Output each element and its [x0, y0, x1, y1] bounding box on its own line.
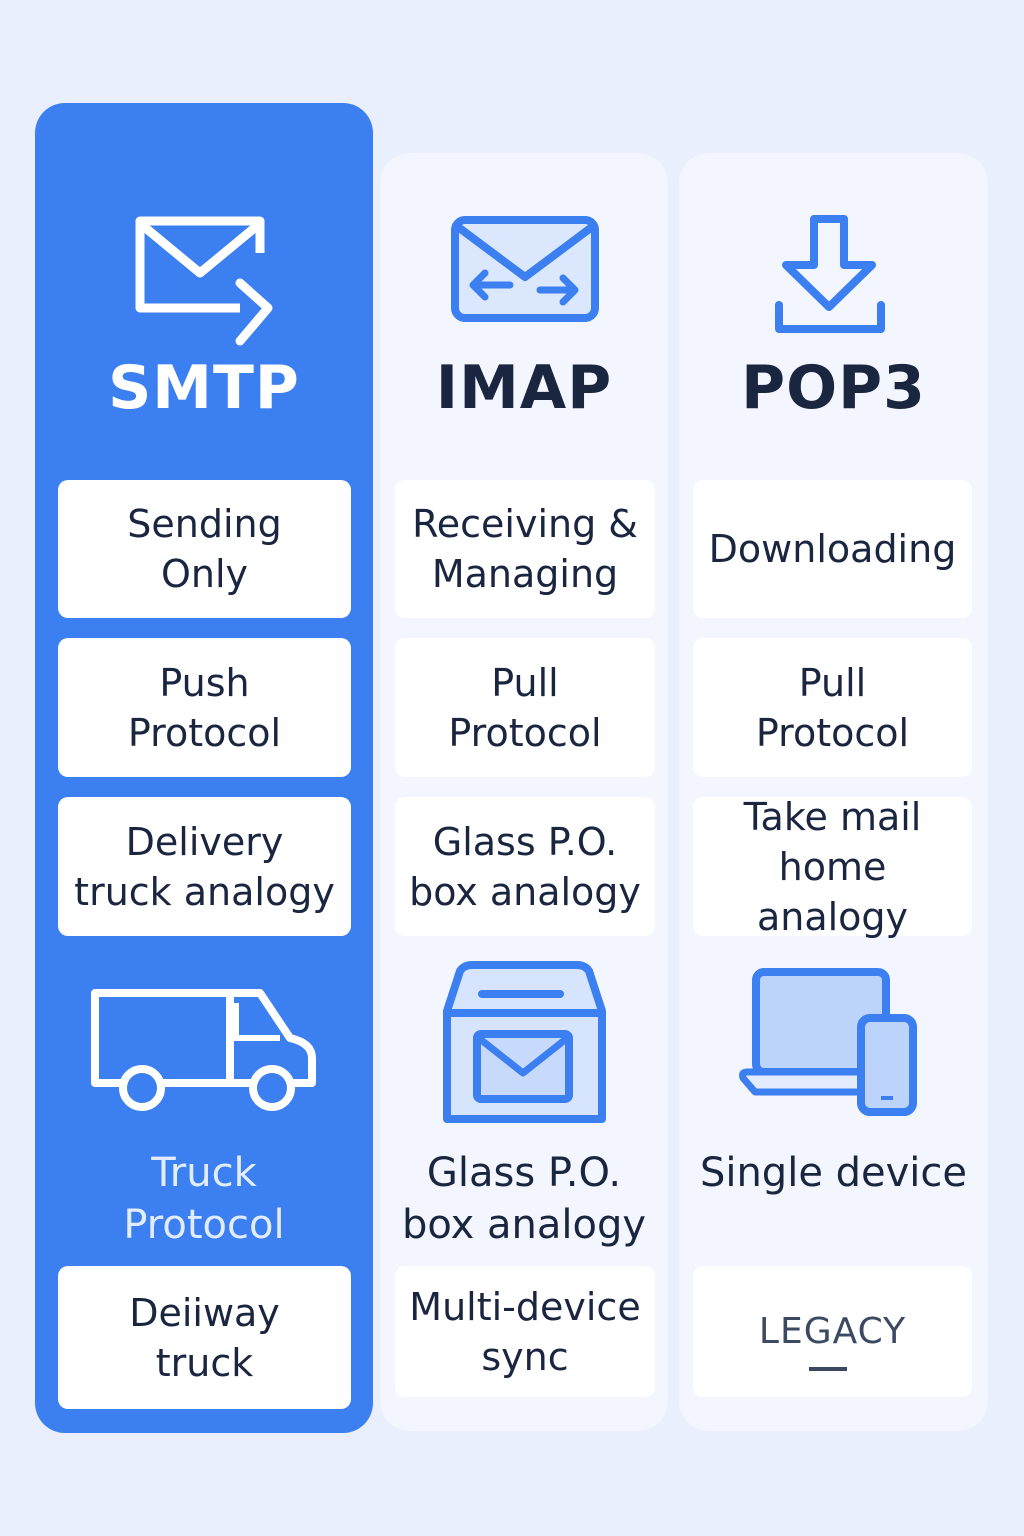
envelope-send-icon — [135, 216, 273, 346]
envelope-sync-icon — [451, 216, 599, 322]
imap-title: IMAP — [435, 353, 613, 423]
smtp-title: SMTP — [108, 353, 300, 423]
card-text: Pull Protocol — [755, 660, 910, 755]
laptop-phone-icon — [739, 968, 917, 1116]
pop3-card-footer: LEGACY — [693, 1266, 972, 1397]
smtp-caption: Truck Protocol — [123, 1150, 285, 1248]
imap-caption: Glass P.O. box analogy — [401, 1150, 647, 1248]
smtp-card-role: Sending Only — [58, 480, 351, 618]
pop3-card-role: Downloading — [693, 480, 972, 618]
card-text: Push Protocol — [127, 660, 282, 755]
pop3-card-protocol: Pull Protocol — [693, 638, 972, 777]
card-text: Sending Only — [127, 502, 282, 596]
imap-card-protocol: Pull Protocol — [395, 638, 655, 777]
pop3-title: POP3 — [741, 353, 926, 423]
card-text: Deiiway truck — [129, 1290, 280, 1385]
card-text: Take mail home analogy — [743, 794, 922, 939]
imap-card-analogy: Glass P.O. box analogy — [395, 797, 655, 936]
imap-column: IMAP Receiving & Managing Pull Protocol … — [380, 153, 668, 1431]
pop3-column: POP3 Downloading Pull Protocol Take mail… — [679, 153, 988, 1431]
card-text: Multi-device sync — [409, 1284, 641, 1379]
card-text: Receiving & Managing — [412, 502, 638, 596]
pop3-caption: Single device — [699, 1150, 968, 1196]
smtp-column: SMTP Sending Only Push Protocol Delivery… — [35, 103, 373, 1433]
smtp-card-footer: Deiiway truck — [58, 1266, 351, 1409]
imap-card-role: Receiving & Managing — [395, 480, 655, 618]
smtp-card-analogy: Delivery truck analogy — [58, 797, 351, 936]
card-text: Pull Protocol — [448, 660, 602, 755]
imap-card-footer: Multi-device sync — [395, 1266, 655, 1397]
card-text: Downloading — [708, 527, 957, 571]
truck-icon — [91, 989, 316, 1111]
pop3-card-analogy: Take mail home analogy — [693, 795, 972, 939]
download-icon — [775, 215, 885, 333]
smtp-card-protocol: Push Protocol — [58, 638, 351, 777]
mailbox-icon — [443, 961, 606, 1123]
legacy-badge: LEGACY — [759, 1307, 906, 1357]
card-text: Delivery truck analogy — [74, 819, 335, 914]
card-text: Glass P.O. box analogy — [409, 819, 641, 914]
